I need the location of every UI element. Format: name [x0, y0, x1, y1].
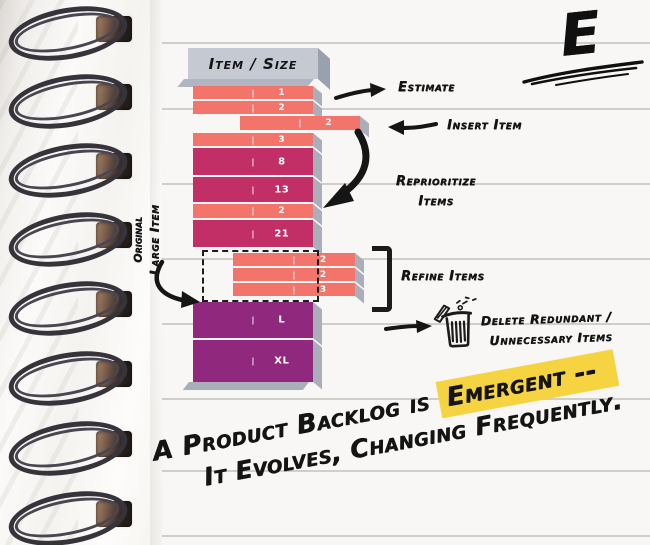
header-label: Item / Size — [208, 54, 298, 73]
bar-separator: | — [251, 315, 255, 325]
insert-item-arrow-icon — [388, 120, 438, 135]
backlog-item-bar: |2 — [193, 101, 313, 114]
punch-hole — [96, 153, 132, 179]
spiral-coil — [0, 203, 160, 276]
backlog-column-header: Item / Size — [188, 48, 318, 79]
ruled-line — [162, 323, 650, 325]
ruled-line — [162, 183, 650, 185]
punch-hole — [96, 501, 132, 527]
caption-line1-post: -- — [562, 355, 600, 392]
bar-separator: | — [251, 103, 255, 112]
reprioritize-line1: Reprioritize — [395, 174, 477, 189]
bar-separator: | — [298, 118, 302, 128]
bar-separator: | — [292, 270, 296, 279]
bar-separator: | — [292, 255, 296, 264]
reprioritize-label: Reprioritize Items — [386, 172, 486, 212]
bar-size-value: 3 — [319, 284, 327, 295]
large-item-bar: | XL — [193, 340, 313, 382]
reprioritize-line2: Items — [418, 194, 454, 210]
spiral-coil — [0, 134, 160, 207]
insert-item-label: Insert Item — [447, 118, 522, 133]
inserted-item-bar: |2 — [240, 116, 360, 130]
estimate-label: Estimate — [398, 80, 455, 95]
delete-arrow-icon — [384, 320, 432, 333]
spiral-coil — [0, 272, 160, 345]
bar-size-value: 8 — [278, 156, 286, 167]
punch-hole — [96, 361, 132, 387]
large-item-bar: |L — [193, 302, 313, 338]
ruled-line — [162, 258, 650, 260]
bar-size-value: 3 — [278, 134, 286, 145]
refined-item-bar: |2 — [233, 253, 355, 266]
bar-separator: | — [251, 229, 255, 238]
punch-hole — [96, 16, 132, 42]
estimate-arrow-icon — [334, 83, 386, 100]
delete-items-label: Delete Redundant / Unnecessary Items — [480, 307, 613, 352]
bar-size-value: 2 — [319, 269, 327, 280]
ruled-line — [162, 108, 650, 110]
ruled-line — [162, 42, 650, 44]
ruled-line — [162, 535, 650, 537]
reprioritize-curved-arrow-icon — [323, 128, 370, 208]
original-item-curved-arrow-icon — [154, 259, 200, 308]
backlog-item-bar: | 21 — [193, 220, 313, 247]
spiral-binding — [0, 0, 162, 545]
trash-icon — [433, 296, 477, 348]
bar-separator: | — [251, 88, 255, 97]
bar-separator: | — [251, 185, 255, 194]
delete-line2: Unnecessary Items — [489, 328, 613, 349]
refine-items-label: Refine Items — [401, 269, 485, 284]
refined-item-bar: |2 — [233, 268, 355, 281]
bar-size-value: L — [278, 314, 286, 326]
bar-size-value: 21 — [274, 228, 290, 239]
original-item-outline — [202, 250, 319, 302]
punch-hole — [96, 222, 132, 248]
bar-separator: | — [292, 285, 296, 294]
bar-size-value: 1 — [278, 87, 286, 98]
bar-size-value: 13 — [274, 184, 290, 195]
bar-separator: | — [251, 206, 255, 216]
punch-hole — [96, 84, 132, 110]
bar-separator: | — [251, 157, 255, 166]
spiral-coil — [0, 482, 160, 545]
ruled-line — [162, 398, 650, 400]
bar-size-value: XL — [274, 355, 290, 367]
backlog-item-bar: |8 — [193, 148, 313, 175]
punch-hole — [96, 431, 132, 457]
bar-size-value: 2 — [278, 102, 286, 113]
bar-separator: | — [251, 356, 255, 366]
spiral-coil — [0, 412, 160, 485]
bar-separator: | — [251, 135, 255, 144]
delete-line1: Delete Redundant / — [480, 308, 612, 329]
backlog-item-bar: | 13 — [193, 177, 313, 202]
original-line1: Original — [131, 216, 145, 263]
spiral-coil — [0, 65, 160, 138]
ruled-line — [162, 470, 650, 472]
logo-underline-scribble — [522, 60, 644, 86]
backlog-item-bar: |3 — [193, 133, 313, 146]
refined-item-bar: |3 — [233, 283, 355, 296]
bar-size-value: 2 — [319, 254, 327, 265]
spiral-coil — [0, 0, 160, 70]
backlog-item-bar: |1 — [193, 86, 313, 99]
bar-size-value: 2 — [278, 206, 286, 216]
punch-hole — [96, 291, 132, 317]
backlog-item-bar: |2 — [193, 204, 313, 218]
spiral-coil — [0, 342, 160, 415]
refine-bracket — [372, 246, 392, 312]
bar-size-value: 2 — [325, 118, 333, 128]
